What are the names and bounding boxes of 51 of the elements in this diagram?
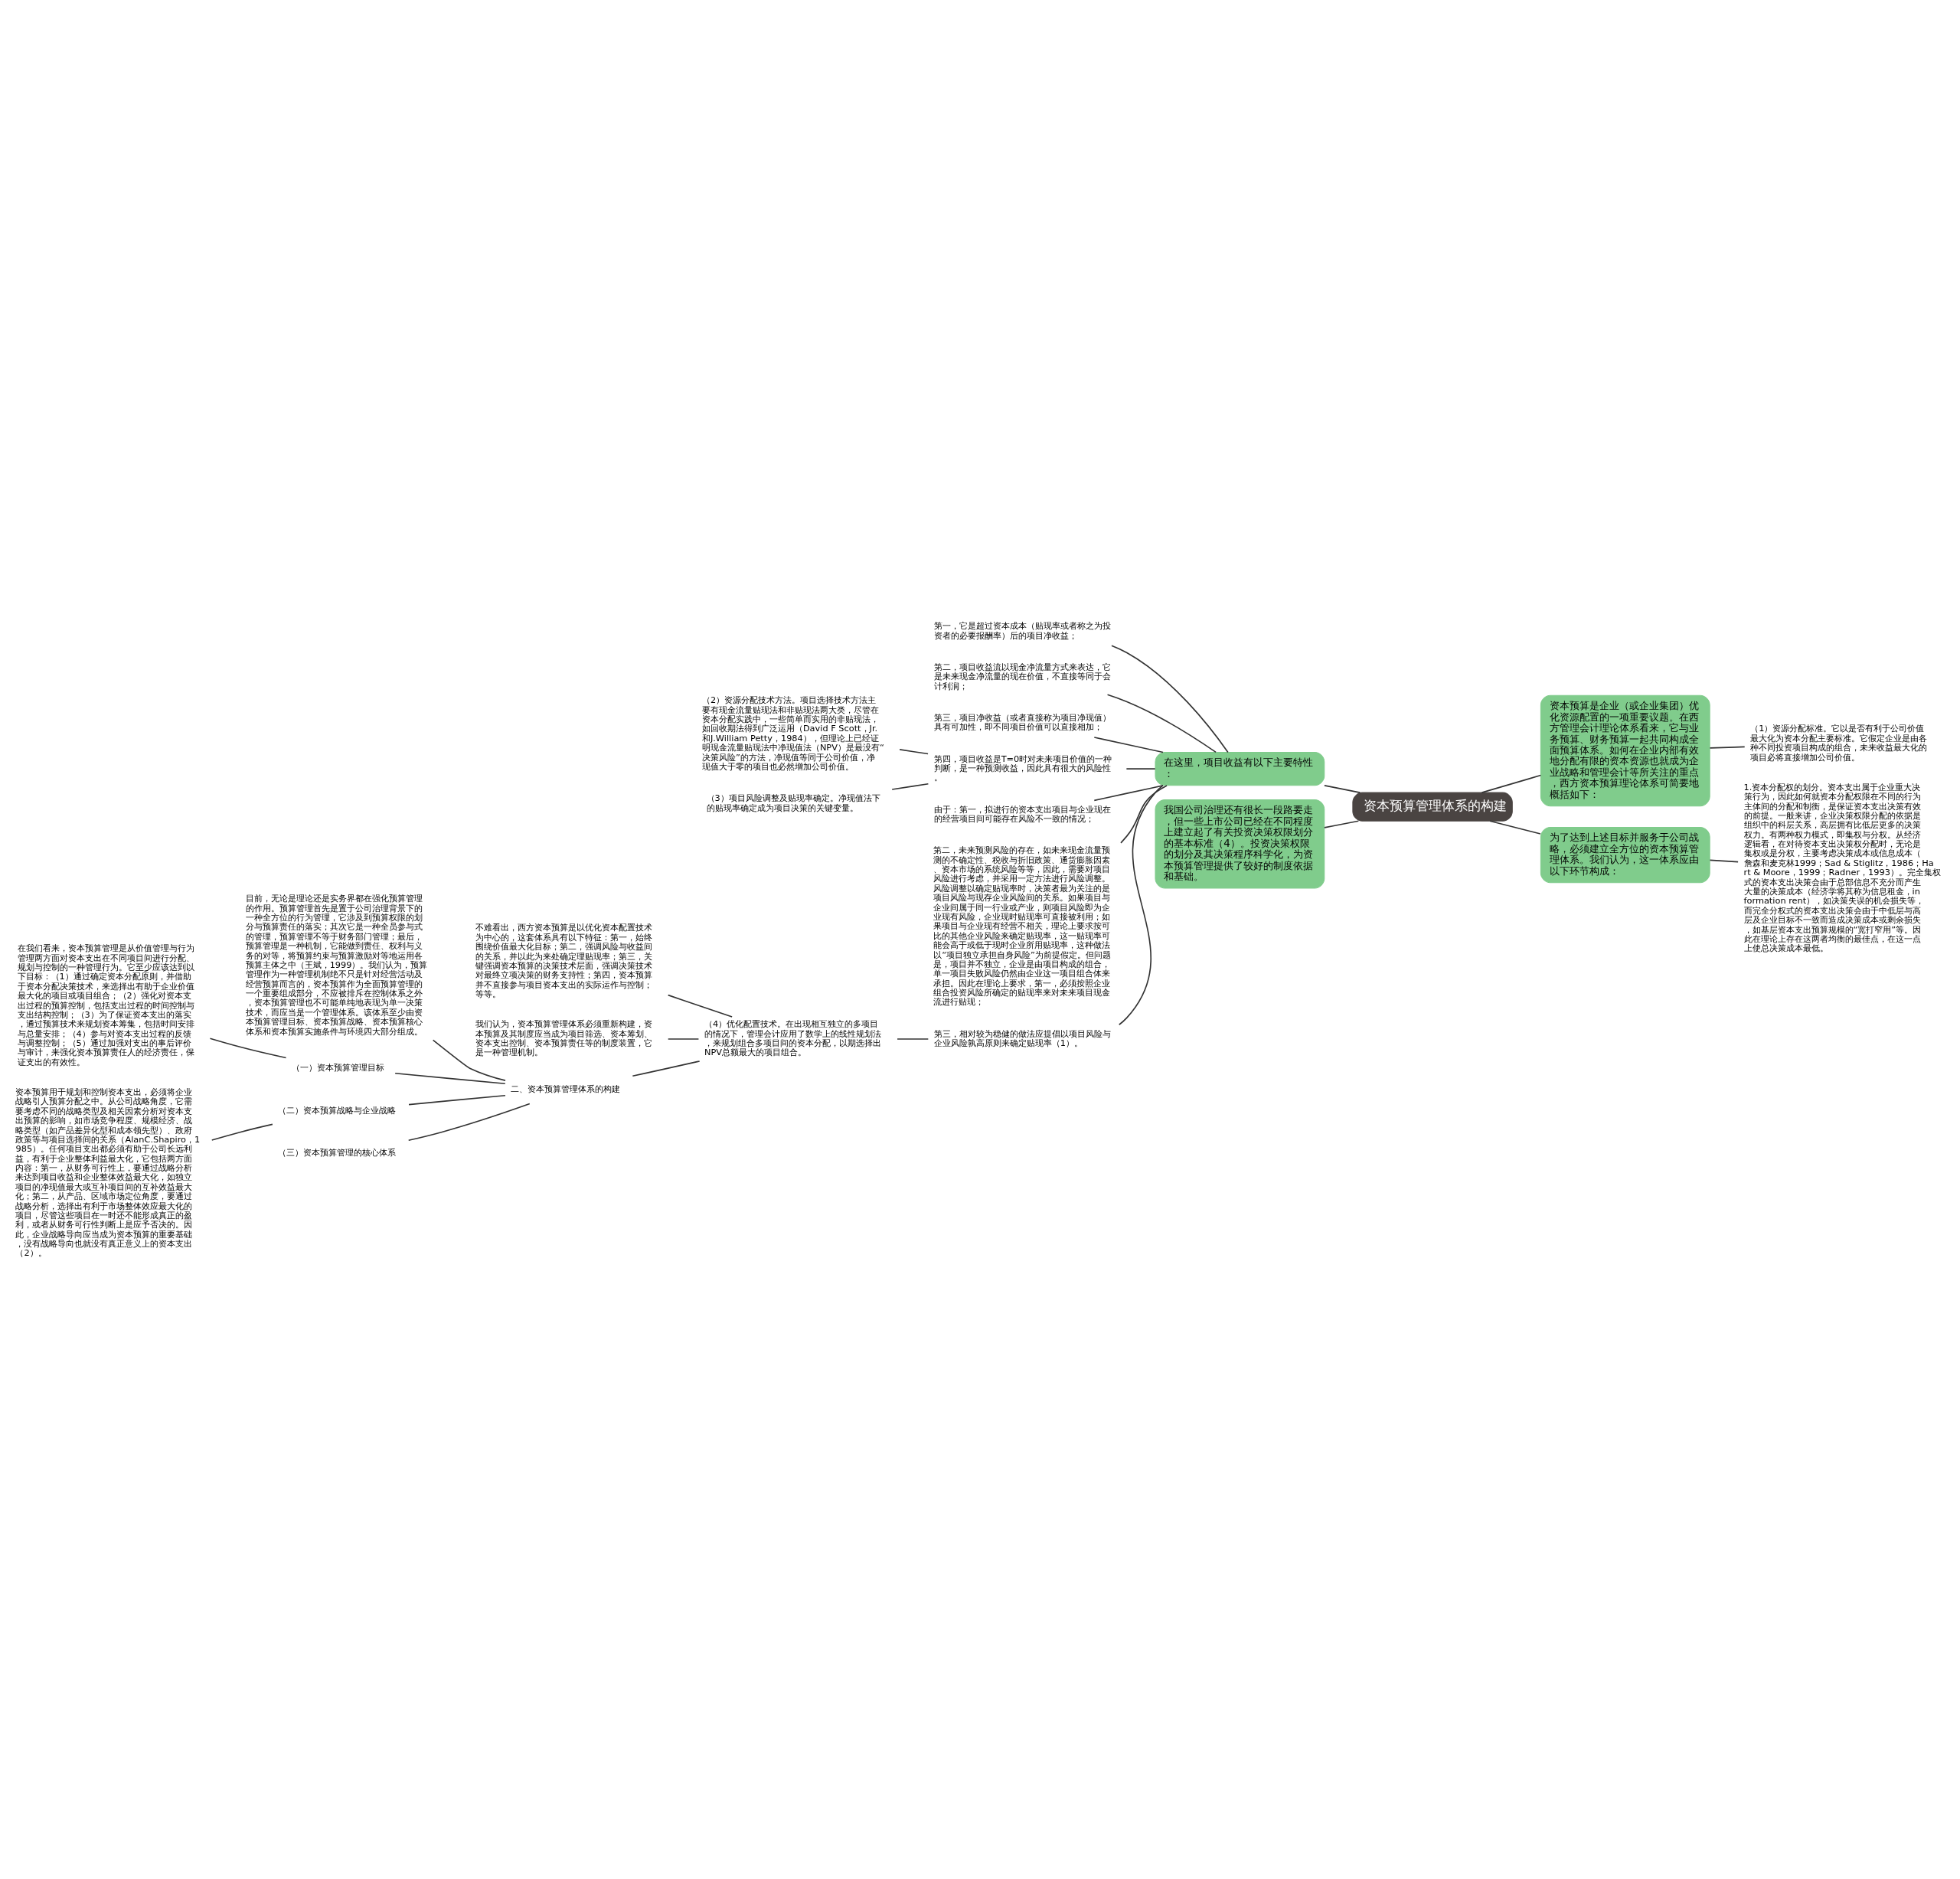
node-text: 第三，项目净收益（或者直接称为项目净现值）具有可加性，即不同项目价值可以直接相加；: [933, 712, 1111, 733]
connector: [897, 1038, 929, 1040]
connector: [899, 749, 929, 755]
connector: [1489, 820, 1541, 835]
node-text: 第二，未来预测风险的存在，如未来现金流量预测的不确定性、税收与折旧政策、通货膨胀因素、资本市场的系统风险等等，因此，需要对项目风险进行考虑，并采用一定方法进行风险调整。风险调整以确定贴现率时，决策者最为关注的是项目风险与现存企业风险间的关系。如果项目与企业间属于同一行业或产业，则项目风险即为企业现有风险，企业现时贴现率可直接被利用；如果项目与企业现有经营不相关，理论上要求按可比的其他企业风险来确定贴现率，这一贴现率可能会高于或低于现时企业所用贴现率，这种做法以“项目独立承担自身风险”为前提假定。但问题是，项目并不独立，企业是由项目构成的组合，单一项目失败风险仍然由企业这一项目组合体来承担。因此在理论上要求，第一，必须按照企业组合投资风险所确定的贴现率来对未来项目现金流进行贴现；: [933, 845, 1111, 1008]
connector: [1709, 746, 1746, 749]
node-text: （3）项目风险调整及贴现率确定。净现值法下的贴现率确定成为项目决策的关键变量。: [706, 792, 880, 813]
node-box: 我国公司治理还有很长一段路要走，但一些上市公司已经在不同程度上建立起了有关投资决策权限划分的基本标准（4）。投资决策权限的划分及其决策程序科学化，为资本预算管理提供了较好的制度依据和基础。: [1155, 799, 1325, 889]
node-text: 第四，项目收益是T=0时对未来项目价值的一种判断，是一种预测收益，因此具有很大的风险性。: [933, 753, 1112, 783]
node-box: 资本预算是企业（或企业集团）优化资源配置的一项重要议题。在西方管理会计理论体系看来，它与业务预算、财务预算一起共同构成全面预算体系。如何在企业内部有效地分配有限的资本资源也就成为企业战略和管理会计等所关注的重点，西方资本预算理论体系可简要地概括如下：: [1540, 694, 1710, 807]
node-box: 为了达到上述目标并服务于公司战略，必须建立全方位的资本预算管理体系。我们认为，这一体系应由以下环节构成：: [1540, 827, 1710, 884]
node-text: 二、资本预算管理体系的构建: [511, 1083, 621, 1094]
node-text: 资本预算用于规划和控制资本支出，必须将企业战略引人预算分配之中。从公司战略角度，它需要考虑不同的战略类型及相关因素分析对资本支出预算的影响，如市场竞争程度、规模经济、战略类型（如产品差异化型和成本领先型）、政府政策等与项目选择间的关系（AlanC.Shapiro，1985）。任何项目支出都必须有助于公司长远利益，有利于企业整体利益最大化，它包括两方面内容：第一，从财务可行性上，要通过战略分析来达到项目收益和企业整体效益最大化，如独立项目的净现值最大或互补项目间的互补效益最大化；第二，从产品、区域市场定位角度，要通过战略分析，选择出有利于市场整体效应最大化的项目，尽管这些项目在一时还不能形成真正的盈利，或者从财务可行性判断上是应予否决的。因此，企业战略导向应当成为资本预算的重要基础，没有战略导向也就没有真正意义上的资本支出（2）。: [15, 1087, 201, 1259]
connector: [1111, 645, 1229, 753]
connector: [211, 1123, 273, 1141]
node-text: （1）资源分配标准。它以是否有利于公司价值最大化为资本分配主要标准。它假定企业是由各种不同投资项目构成的组合，未来收益最大化的项目必将直接增加公司价值。: [1750, 723, 1928, 763]
node-text: （2）资源分配技术方法。项目选择技术方法主要有现金流量贴现法和非贴现法两大类，尽管在资本分配实践中，一些简单而实用的非贴现法，如回收期法得到广泛运用（David F Scott，Jr.和J.William Petty，1984），但理论上已经证明现金流量贴现法中净现值法（NPV）是最没有“决策风险”的方法，净现值等同于公司价值，净现值大于零的项目也必然增加公司价值。: [701, 694, 884, 773]
connector: [667, 1038, 700, 1040]
connector: [1324, 820, 1360, 828]
connector: [407, 1103, 531, 1142]
node-text: 第一，它是超过资本成本（贴现率或者称之为投资者的必要报酬率）后的项目净收益；: [933, 620, 1111, 641]
node-box: 资本预算管理体系的构建: [1352, 792, 1513, 822]
connector: [891, 783, 929, 790]
node-text: 目前，无论是理论还是实务界都在强化预算管理的作用。预算管理首先是置于公司治理背景下的一种全方位的行为管理，它涉及到预算权限的划分与预算责任的落实；其次它是一种全员参与式的管理，预算管理不等于财务部门管理；最后，预算管理是一种机制，它能做到责任、权利与义务的对等，将预算约束与预算激励对等地运用各预算主体之中（王斌，1999）。我们认为，预算管理作为一种管理机制绝不只是针对经营活动及经营预算而言的，资本预算作为全面预算管理的一个重要组成部分，不应被排斥在控制体系之外，资本预算管理也不可能单纯地表现为单一决策技术，而应当是一个管理体系。该体系至少由资本预算管理目标、资本预算战略、资本预算核心体系和资本预算实施条件与环境四大部分组成。: [245, 893, 428, 1037]
connector: [1324, 785, 1361, 793]
connector: [1106, 694, 1217, 753]
connector: [1093, 737, 1164, 753]
node-text: （二）资本预算战略与企业战略: [278, 1104, 397, 1116]
connector: [408, 1094, 506, 1106]
node-text: 在我们看来，资本预算管理是从价值管理与行为管理两方面对资本支出在不同项目间进行分配、规划与控制的一种管理行为。它至少应该达到以下目标：（1）通过确定资本分配原则，并借助于资本分配决策技术，来选择出有助于企业价值最大化的项目或项目组合；（2）强化对资本支出过程的预算控制，包括支出过程的时间控制与支出结构控制；（3）为了保证资本支出的落实，通过预算技术来规划资本筹集，包括时间安排与总量安排；（4）参与对资本支出过程的反馈与调整控制；（5）通过加强对支出的事后评价与审计，来强化资本预算责任人的经济责任，保证支出的有效性。: [17, 943, 194, 1067]
connector: [1125, 768, 1156, 770]
connector: [667, 994, 733, 1018]
connector: [632, 1060, 701, 1077]
node-text: 我们认为，资本预算管理体系必须重新构建，资本预算及其制度应当成为项目筛选、资本筹划、资本支出控制、资本预算责任等的制度装置，它是一种管理机制。: [475, 1018, 652, 1058]
node-text: （一）资本预算管理目标: [292, 1062, 384, 1073]
node-text: 第二，项目收益流以现金净流量方式来表达，它是未来现金净流量的现在价值，不直接等同于会计利润；: [933, 662, 1111, 691]
node-text: （4）优化配置技术。在出现相互独立的多项目的情况下，管理会计应用了数学上的线性规划法，来规划组合多项目间的资本分配，以期选择出NPV总额最大的项目组合。: [704, 1018, 881, 1058]
node-text: （三）资本预算管理的核心体系: [278, 1147, 397, 1158]
node-text: 由于：第一，拟进行的资本支出项目与企业现在的经营项目间可能存在风险不一致的情况；: [933, 803, 1111, 825]
connector: [1120, 785, 1168, 844]
connector: [1118, 785, 1164, 1026]
node-text: 第三，相对较为稳健的做法应提倡以项目风险与企业风险孰高原则来确定贴现率（1）。: [933, 1028, 1111, 1049]
connector: [1481, 774, 1542, 793]
node-text: 不难看出，西方资本预算是以优化资本配置技术为中心的，这套体系具有以下特征：第一，始终围绕价值最大化目标；第二，强调风险与收益间的关系，并以此为来处确定理贴现率；第三，关键强调资本预算的决策技术层面，强调决策技术对最终立项决策的财务支持性；第四，资本预算并不直接参与项目资本支出的实际运作与控制；等等。: [475, 922, 652, 1000]
node-text: 1.资本分配权的划分。资本支出属于企业重大决策行为，因此如何就资本分配权限在不同的行为主体间的分配和制衡，是保证资本支出决策有效的前提。一般来讲，企业决策权限分配的依据是组织中的科层关系，高层拥有比低层更多的决策权力。有两种权力模式，即集权与分权。从经济逻辑看，在对待资本支出决策权分配时，无论是集权或是分权，主要考虑决策成本或信息成本（詹森和麦克林1999；Sad & Stiglitz，1986；Hart & Moore，1999；Radner，1993）。完全集权式的资本支出决策会由于总部信息不充分而产生大量的决策成本（经济学将其称为信息租金，information rent），如决策失误的机会损失等，而完全分权式的资本支出决策会由于中低层与高层及企业目标不一致而造成决策成本或剩余损失，如基层资本支出预算规模的“宽打窄用”等。因此在理论上存在这两者均衡的最佳点，在这一点上使总决策成本最低。: [1743, 781, 1941, 954]
connector: [1709, 859, 1739, 863]
connector: [432, 1039, 506, 1081]
connector: [394, 1072, 506, 1085]
connector: [1093, 785, 1164, 802]
connector: [209, 1038, 287, 1059]
node-box: 在这里，项目收益有以下主要特性：: [1155, 752, 1325, 786]
